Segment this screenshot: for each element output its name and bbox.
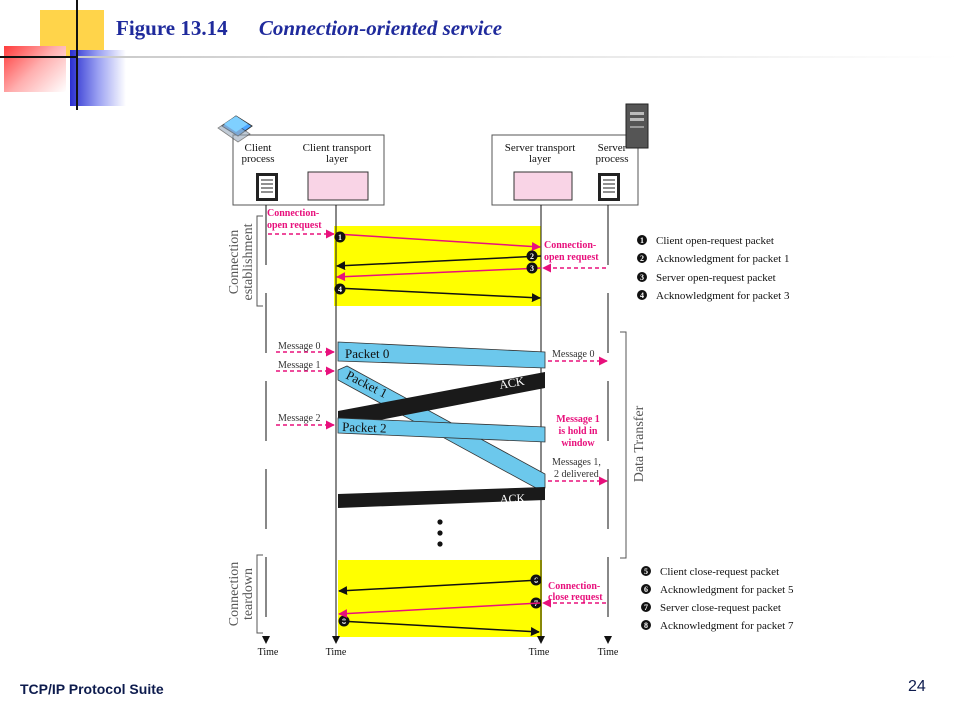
teardown-section-label: Connection — [227, 562, 242, 627]
figure-title: Figure 13.14 Connection-oriented service — [116, 16, 502, 41]
packet-0-band — [337, 341, 546, 369]
time-label: Time — [529, 647, 550, 658]
time-label: Time — [326, 647, 347, 658]
legend-marker-5: 5 — [644, 567, 648, 576]
server-transport-layer-box — [513, 171, 573, 201]
messages-delivered-label-2: 2 delivered — [554, 469, 599, 480]
legend-marker-3: 3 — [640, 273, 644, 282]
server-process-label-2: process — [596, 153, 629, 165]
conn-open-server-label: Connection- — [544, 240, 596, 251]
arrow-packet-7 — [338, 602, 541, 619]
message-2-label: Message 2 — [278, 413, 321, 424]
title-underline — [78, 56, 958, 58]
client-process-label: Client — [245, 142, 272, 154]
client-transport-layer-box — [307, 171, 369, 201]
establish-section-label-2: establishment — [241, 223, 256, 300]
footer-suite: TCP/IP Protocol Suite — [20, 681, 164, 697]
arrow-packet-3 — [336, 267, 542, 282]
legend-item-3: Server open-request packet — [656, 272, 776, 284]
message-0-label: Message 0 — [278, 341, 321, 352]
packet-0-label: Packet 0 — [345, 346, 389, 361]
corner-decoration — [0, 0, 130, 110]
arrow-packet-6 — [338, 579, 541, 596]
document-icon — [598, 173, 620, 201]
ack-band-2 — [338, 487, 545, 508]
figure-number: Figure 13.14 — [116, 16, 228, 40]
teardown-section-label-2: teardown — [241, 568, 256, 620]
step-marker-3: 3 — [530, 264, 534, 273]
server-message-0-label: Message 0 — [552, 349, 595, 360]
conn-open-client-label-2: open request — [267, 220, 322, 231]
message-hold-label-2: is hold in — [559, 426, 598, 437]
client-transport-label-2: layer — [326, 153, 348, 165]
transfer-section-label: Data Transfer — [632, 405, 647, 482]
arrow-packet-1 — [335, 233, 541, 251]
message-1-label: Message 1 — [278, 360, 321, 371]
packet-2-band — [337, 417, 546, 443]
teardown-band — [338, 560, 542, 637]
legend-marker-7: 7 — [644, 603, 648, 612]
arrow-packet-8 — [338, 620, 540, 637]
step-marker-1: 1 — [338, 233, 342, 242]
conn-open-server-label-2: open request — [544, 252, 599, 263]
legend-marker-8: 8 — [644, 621, 648, 630]
legend-item-8: Acknowledgment for packet 7 — [660, 620, 794, 632]
time-label: Time — [598, 647, 619, 658]
conn-close-server-label-2: close request — [548, 592, 603, 603]
time-label: Time — [258, 647, 279, 658]
legend-marker-4: 4 — [640, 291, 644, 300]
laptop-icon — [217, 115, 253, 143]
message-hold-label-3: window — [561, 438, 595, 449]
page-number: 24 — [908, 678, 926, 695]
arrow-packet-4 — [335, 287, 541, 303]
legend-item-7: Server close-request packet — [660, 602, 781, 614]
message-hold-label: Message 1 — [556, 414, 600, 425]
figure-caption: Connection-oriented service — [258, 16, 503, 40]
client-process-label-2: process — [242, 153, 275, 165]
document-icon — [256, 173, 278, 201]
messages-delivered-label: Messages 1, — [552, 457, 601, 468]
step-marker-2: 2 — [530, 252, 534, 261]
legend-item-4: Acknowledgment for packet 3 — [656, 290, 790, 302]
server-process-label: Server — [598, 142, 627, 154]
arrow-packet-2 — [336, 255, 542, 271]
legend-item-5: Client close-request packet — [660, 566, 779, 578]
legend-marker-6: 6 — [644, 585, 648, 594]
establish-section-label: Connection — [227, 230, 242, 295]
legend-item-2: Acknowledgment for packet 1 — [656, 253, 789, 265]
server-transport-label-2: layer — [529, 153, 551, 165]
legend-item-6: Acknowledgment for packet 5 — [660, 584, 794, 596]
ack-label-1: ACK — [498, 374, 526, 392]
conn-close-server-label: Connection- — [548, 581, 600, 592]
legend-marker-2: 2 — [640, 254, 644, 263]
ack-band-1 — [338, 372, 545, 428]
legend-marker-1: 1 — [640, 236, 644, 245]
server-tower-icon — [625, 103, 649, 149]
conn-open-client-label: Connection- — [267, 208, 319, 219]
continuation-dots — [437, 519, 443, 547]
client-transport-label: Client transport — [303, 142, 372, 154]
ack-label-2: ACK — [500, 491, 526, 506]
legend-item-1: Client open-request packet — [656, 235, 774, 247]
packet-2-label: Packet 2 — [342, 419, 387, 436]
step-marker-4: 4 — [338, 285, 342, 294]
server-transport-label: Server transport — [505, 142, 576, 154]
establish-band — [334, 226, 541, 306]
